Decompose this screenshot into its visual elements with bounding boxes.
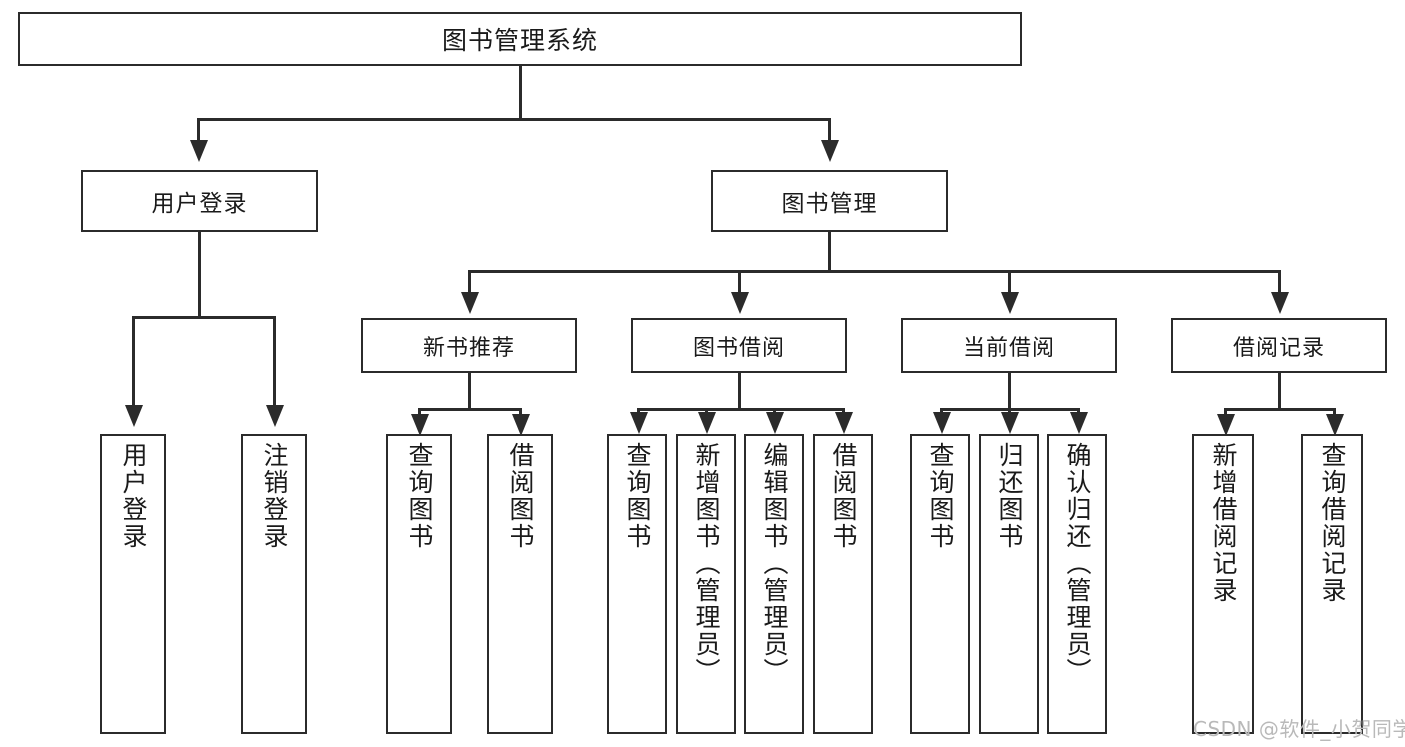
arrow-to-leaf-edit-book <box>765 412 784 434</box>
connector-book-manage-drop-3 <box>1008 270 1011 292</box>
leaf-label: 归还图书 <box>995 442 1024 550</box>
leaf-query-book-current[interactable]: 查询图书 <box>910 434 970 734</box>
arrow-to-current-borrow <box>1000 292 1019 314</box>
arrow-to-book-manage <box>820 140 839 162</box>
leaf-edit-book[interactable]: 编辑图书（管理员） <box>744 434 804 734</box>
leaf-label: 新增借阅记录 <box>1209 442 1238 604</box>
leaf-label: 查询图书 <box>926 442 955 550</box>
connector-root-drop-right <box>828 118 831 140</box>
leaf-label: 查询借阅记录 <box>1318 442 1347 604</box>
arrow-to-book-borrow <box>730 292 749 314</box>
leaf-borrow-book-recommend[interactable]: 借阅图书 <box>487 434 553 734</box>
arrow-to-leaf-add-record <box>1216 414 1235 436</box>
node-root-system[interactable]: 图书管理系统 <box>18 12 1022 66</box>
arrow-to-leaf-return-book <box>1000 412 1019 434</box>
leaf-label: 确认归还（管理员） <box>1063 442 1092 685</box>
node-label: 当前借阅 <box>962 335 1055 361</box>
arrow-to-new-book-recommend <box>460 292 479 314</box>
connector-book-manage-drop-4 <box>1278 270 1281 292</box>
node-current-borrow[interactable]: 当前借阅 <box>901 318 1117 373</box>
connector-root-stem <box>518 66 522 118</box>
node-borrow-record[interactable]: 借阅记录 <box>1171 318 1387 373</box>
arrow-to-leaf-confirm-return <box>1069 412 1088 434</box>
connector-book-manage-bus <box>468 270 1280 273</box>
connector-user-login-drop-2 <box>273 316 276 405</box>
leaf-label: 查询图书 <box>623 442 652 550</box>
leaf-confirm-return[interactable]: 确认归还（管理员） <box>1047 434 1107 734</box>
leaf-add-book[interactable]: 新增图书（管理员） <box>676 434 736 734</box>
connector-book-manage-drop-2 <box>738 270 741 292</box>
node-label: 借阅记录 <box>1232 335 1325 361</box>
node-label: 用户登录 <box>151 191 248 217</box>
arrow-to-leaf-query-book-3 <box>932 412 951 434</box>
connector-user-login-drop-1 <box>132 316 135 405</box>
leaf-label: 新增图书（管理员） <box>692 442 721 685</box>
leaf-label: 注销登录 <box>260 442 289 550</box>
connector-current-borrow-stem <box>1008 373 1011 408</box>
connector-book-manage-stem <box>828 232 831 270</box>
connector-book-borrow-stem <box>738 373 741 408</box>
leaf-borrow-book-borrow[interactable]: 借阅图书 <box>813 434 873 734</box>
node-book-borrow[interactable]: 图书借阅 <box>631 318 847 373</box>
connector-borrow-record-stem <box>1278 373 1281 408</box>
connector-user-login-stem <box>198 232 201 316</box>
arrow-to-leaf-borrow-book-2 <box>834 412 853 434</box>
node-book-manage[interactable]: 图书管理 <box>711 170 948 232</box>
leaf-logout[interactable]: 注销登录 <box>241 434 307 734</box>
leaf-add-record[interactable]: 新增借阅记录 <box>1192 434 1254 734</box>
node-label: 图书管理系统 <box>441 26 598 55</box>
node-label: 新书推荐 <box>422 335 515 361</box>
arrow-to-leaf-query-book-2 <box>629 412 648 434</box>
arrow-to-borrow-record <box>1270 292 1289 314</box>
connector-new-book-stem <box>468 373 471 408</box>
leaf-query-book-borrow[interactable]: 查询图书 <box>607 434 667 734</box>
arrow-to-leaf-query-book-1 <box>410 414 429 436</box>
arrow-to-leaf-user-login <box>124 405 143 427</box>
leaf-label: 借阅图书 <box>506 442 535 550</box>
node-new-book-recommend[interactable]: 新书推荐 <box>361 318 577 373</box>
connector-book-borrow-bus <box>637 408 845 411</box>
arrow-to-leaf-logout <box>265 405 284 427</box>
connector-book-manage-drop-1 <box>468 270 471 292</box>
leaf-label: 编辑图书（管理员） <box>760 442 789 685</box>
node-label: 图书借阅 <box>692 335 785 361</box>
arrow-to-leaf-query-record <box>1325 414 1344 436</box>
leaf-label: 查询图书 <box>405 442 434 550</box>
leaf-query-book-recommend[interactable]: 查询图书 <box>386 434 452 734</box>
node-label: 图书管理 <box>781 191 878 217</box>
arrow-to-leaf-add-book <box>697 412 716 434</box>
arrow-to-user-login <box>189 140 208 162</box>
leaf-query-record[interactable]: 查询借阅记录 <box>1301 434 1363 734</box>
connector-root-bus <box>197 118 831 121</box>
node-user-login[interactable]: 用户登录 <box>81 170 318 232</box>
leaf-return-book[interactable]: 归还图书 <box>979 434 1039 734</box>
connector-new-book-bus <box>418 408 522 411</box>
leaf-label: 借阅图书 <box>829 442 858 550</box>
connector-root-drop-left <box>197 118 200 140</box>
leaf-label: 用户登录 <box>119 442 148 550</box>
connector-borrow-record-bus <box>1224 408 1336 411</box>
leaf-user-login[interactable]: 用户登录 <box>100 434 166 734</box>
arrow-to-leaf-borrow-book-1 <box>511 414 530 436</box>
connector-user-login-bus <box>132 316 276 319</box>
